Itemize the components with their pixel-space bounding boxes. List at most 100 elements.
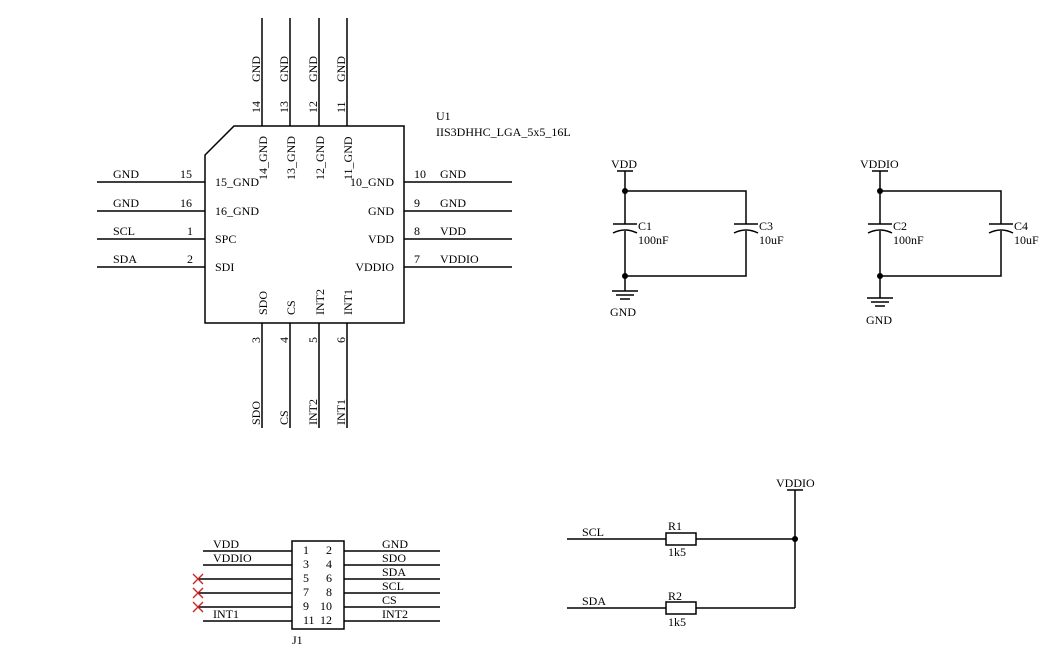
vdd-decoupling-block[interactable]: VDD C1 100nF C3 10uF GND (610, 157, 784, 319)
j1-connector[interactable]: J1 VDD VDDIO INT1 1 3 5 7 9 11 2 4 6 (192, 537, 440, 647)
pin-name: SPC (215, 232, 236, 246)
c1-refdes: C1 (638, 219, 652, 233)
net-label: SCL (582, 525, 604, 539)
capacitor-plate (988, 229, 1014, 234)
net-label: GND (113, 167, 139, 181)
pin-number: 1 (303, 543, 309, 557)
pin-number: 15 (180, 167, 192, 181)
u1-part-number: IIS3DHHC_LGA_5x5_16L (436, 125, 571, 139)
r2-value: 1k5 (668, 615, 686, 629)
u1-refdes: U1 (436, 109, 451, 123)
no-connect-icon (192, 573, 204, 585)
wire (880, 190, 1002, 224)
pin-number: 7 (303, 585, 309, 599)
r2-resistor (665, 601, 697, 615)
supply-label: VDDIO (776, 476, 815, 490)
u1-component[interactable]: U1 IIS3DHHC_LGA_5x5_16L GND GND SCL SDA … (97, 18, 571, 428)
pin-name: 13_GND (284, 136, 298, 180)
pin-number: 6 (326, 571, 332, 585)
pin-name: 10_GND (350, 175, 394, 189)
net-label: VDD (440, 224, 466, 238)
vddio-decoupling-block[interactable]: VDDIO C2 100nF C4 10uF GND (860, 157, 1039, 327)
pin-number: 11 (303, 613, 315, 627)
net-label: GND (249, 56, 263, 82)
wire (625, 190, 747, 224)
ground-label: GND (610, 305, 636, 319)
capacitor-plate (733, 229, 759, 234)
net-label: GND (382, 537, 408, 551)
pin-number: 9 (414, 196, 420, 210)
pin-name: 16_GND (215, 204, 259, 218)
pin-name: SDI (215, 260, 234, 274)
capacitor-plate (612, 229, 638, 234)
pin-number: 8 (414, 224, 420, 238)
pin-number: 11 (334, 101, 348, 113)
pin-number: 6 (334, 337, 348, 343)
pin-name: INT2 (313, 289, 327, 315)
net-label: GND (113, 196, 139, 210)
pin-number: 10 (414, 167, 426, 181)
net-label: SDO (382, 551, 406, 565)
pin-number: 3 (249, 337, 263, 343)
junction-dot (877, 188, 883, 194)
pin-number: 4 (326, 557, 332, 571)
pin-name: 12_GND (313, 136, 327, 180)
no-connect-icon (192, 601, 204, 613)
net-label: GND (440, 196, 466, 210)
ground-icon (867, 297, 893, 307)
pin-number: 8 (326, 585, 332, 599)
pin-number: 5 (303, 571, 309, 585)
ground-label: GND (866, 313, 892, 327)
pin-number: 7 (414, 252, 420, 266)
u1-left-pins: GND GND SCL SDA 15 16 1 2 15_GND 16_GND … (97, 167, 259, 274)
wire (880, 231, 1002, 277)
c4-refdes: C4 (1014, 219, 1028, 233)
pin-number: 5 (306, 337, 320, 343)
c2-refdes: C2 (893, 219, 907, 233)
pin-name: VDD (368, 232, 394, 246)
net-label: VDDIO (213, 551, 252, 565)
pin-name: VDDIO (355, 260, 394, 274)
net-label: INT1 (334, 399, 348, 425)
u1-right-pins: 10_GND GND VDD VDDIO 10 9 8 7 GND GND VD… (350, 167, 512, 274)
c2-value: 100nF (893, 233, 924, 247)
pin-name: SDO (256, 291, 270, 315)
net-label: VDDIO (440, 252, 479, 266)
net-label: SCL (113, 224, 135, 238)
r1-resistor (665, 532, 697, 546)
supply-label: VDDIO (860, 157, 899, 171)
net-label: GND (440, 167, 466, 181)
pin-number: 2 (187, 252, 193, 266)
pin-number: 12 (320, 613, 332, 627)
pin-number: 2 (326, 543, 332, 557)
ground-icon (612, 290, 638, 300)
c3-value: 10uF (759, 233, 784, 247)
pullup-block[interactable]: VDDIO SCL R1 1k5 SDA R2 1k5 (567, 476, 815, 629)
net-label: SDO (249, 401, 263, 425)
pin-name: 14_GND (256, 136, 270, 180)
u1-top-pins: GND GND GND GND 14 13 12 11 14_GND 13_GN… (249, 18, 355, 180)
r1-value: 1k5 (668, 545, 686, 559)
pin-number: 16 (180, 196, 192, 210)
wire (625, 231, 747, 277)
pin-number: 10 (320, 599, 332, 613)
junction-dot (622, 273, 628, 279)
pin-name: 15_GND (215, 175, 259, 189)
net-label: GND (277, 56, 291, 82)
junction-dot (877, 273, 883, 279)
no-connect-icon (192, 587, 204, 599)
pin-number: 3 (303, 557, 309, 571)
net-label: GND (306, 56, 320, 82)
net-label: GND (334, 56, 348, 82)
net-label: INT1 (213, 607, 239, 621)
pin-number: 13 (277, 101, 291, 113)
junction-dot (622, 188, 628, 194)
pin-number: 9 (303, 599, 309, 613)
net-label: SDA (113, 252, 137, 266)
net-label: INT2 (382, 607, 408, 621)
net-label: SDA (382, 565, 406, 579)
net-label: SDA (582, 594, 606, 608)
j1-body (291, 540, 345, 630)
pin-name: GND (368, 204, 394, 218)
